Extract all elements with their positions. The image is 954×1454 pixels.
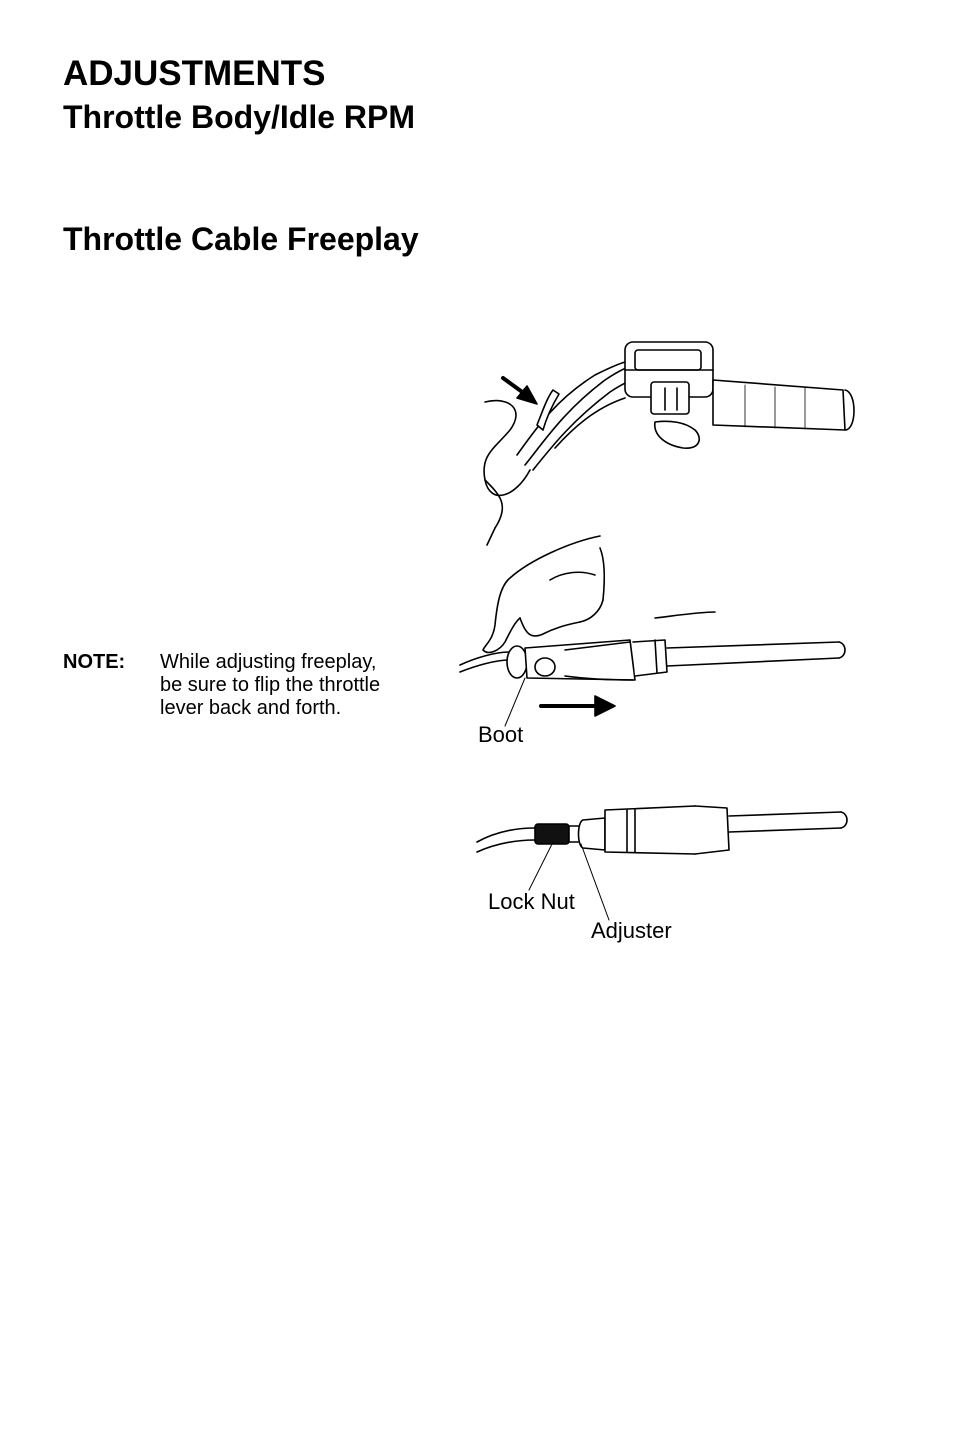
note-line: be sure to flip the throttle xyxy=(160,674,381,696)
callout-boot: Boot xyxy=(478,722,524,747)
note-line: While adjusting freeplay, xyxy=(160,651,377,673)
note-label: NOTE: xyxy=(63,651,126,673)
adjuster-drawing xyxy=(476,805,848,921)
hand-boot-drawing xyxy=(459,535,846,727)
note-text: While adjusting freeplay, be sure to fli… xyxy=(160,651,430,720)
section-title: ADJUSTMENTS xyxy=(63,54,326,93)
handlebar-drawing xyxy=(483,341,855,546)
page-subtitle: Throttle Body/Idle RPM xyxy=(63,99,415,135)
note-line: lever back and forth. xyxy=(160,697,342,719)
callout-lock-nut: Lock Nut xyxy=(488,889,575,914)
callout-adjuster: Adjuster xyxy=(591,918,672,943)
throttle-cable-illustration xyxy=(459,341,855,921)
section-heading: Throttle Cable Freeplay xyxy=(63,221,419,257)
